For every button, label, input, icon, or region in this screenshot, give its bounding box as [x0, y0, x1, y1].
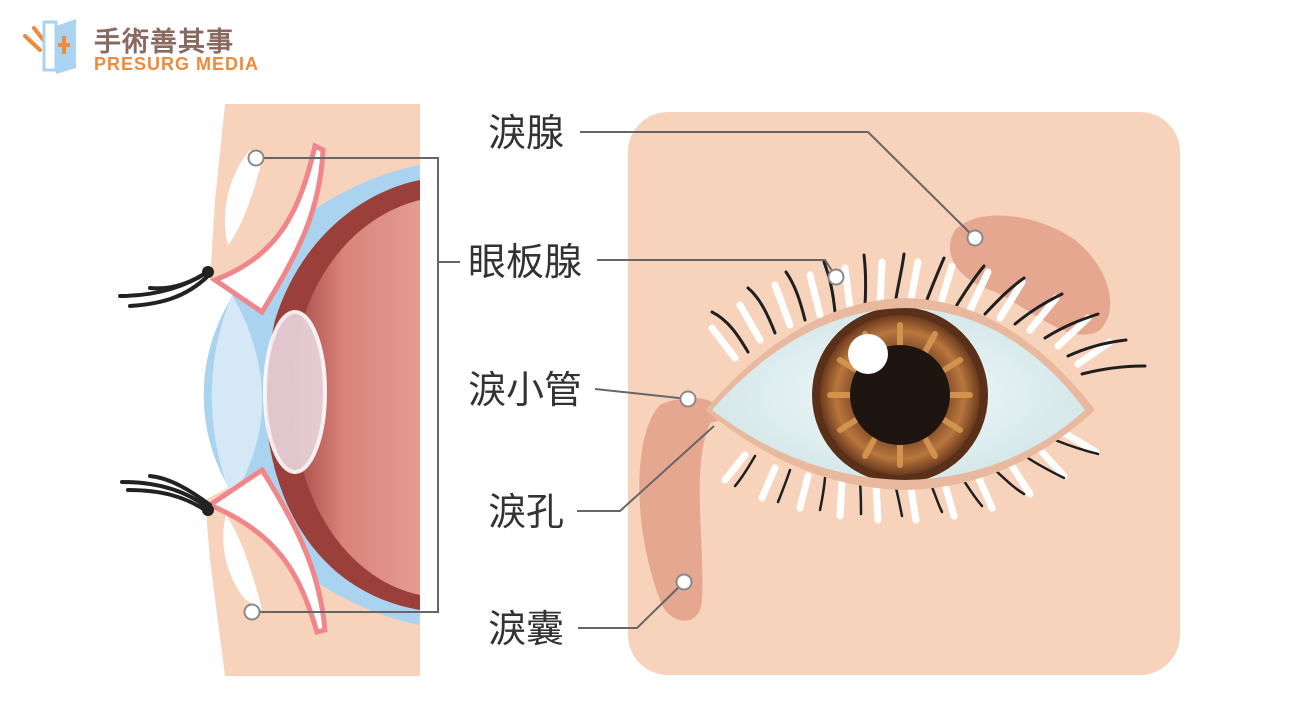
eye-highlight — [848, 334, 888, 374]
lower-meibomian-dot — [243, 603, 261, 621]
upper-meibomian-dot — [247, 149, 265, 167]
lens — [263, 310, 327, 474]
upper-eyelashes-front — [710, 252, 1147, 376]
lower-eyelid-tarsus — [204, 466, 328, 636]
label-meibomian-gland: 眼板腺 — [468, 240, 583, 284]
lacrimal-sac-dot — [675, 573, 693, 591]
label-lacrimal-sac: 淚囊 — [488, 607, 565, 651]
brand-mark-icon — [23, 19, 76, 74]
lacrimal-canaliculus-dot — [679, 390, 697, 408]
brand-name-cn: 手術善其事 — [94, 27, 234, 58]
leader-dots — [243, 149, 984, 621]
lower-gland-pocket — [223, 515, 262, 610]
eye-front-view — [628, 112, 1180, 675]
label-lacrimal-punctum: 淚孔 — [488, 490, 565, 534]
upper-eyelid-tarsus — [209, 142, 326, 316]
lacrimal-gland-shape — [949, 215, 1111, 335]
lower-lash-root — [202, 504, 214, 516]
eye-cross-section — [118, 104, 420, 676]
meibomian-gland-dot — [827, 268, 845, 286]
lacrimal-gland-dot — [966, 229, 984, 247]
iris-group — [812, 308, 988, 480]
label-lacrimal-canaliculus: 淚小管 — [468, 368, 583, 412]
brand-logo: 手術善其事 PRESURG MEDIA — [20, 16, 260, 80]
upper-lash-root — [202, 266, 214, 278]
upper-lash-highlights — [708, 258, 1114, 368]
lower-eyelashes — [120, 474, 212, 514]
lacrimal-sac-shape — [639, 399, 712, 621]
anterior-chamber — [211, 295, 262, 500]
brand-name-en: PRESURG MEDIA — [94, 54, 260, 74]
eyeball-inner — [292, 200, 420, 595]
label-lacrimal-gland: 淚腺 — [488, 111, 565, 155]
upper-gland-pocket — [224, 150, 262, 245]
upper-eyelashes — [118, 268, 212, 308]
